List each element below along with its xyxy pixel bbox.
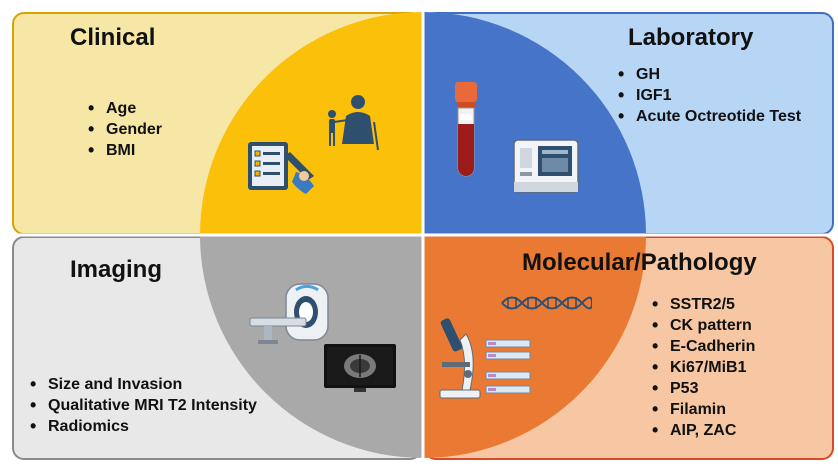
list-item: BMI (86, 140, 162, 161)
imaging-quadrant (200, 235, 423, 458)
microscope-icon (439, 318, 481, 399)
list-item: P53 (650, 378, 755, 399)
list-item: Radiomics (28, 416, 257, 437)
list-item: Ki67/MiB1 (650, 357, 755, 378)
molecular-quadrant (423, 235, 646, 458)
laboratory-title: Laboratory (628, 24, 754, 51)
list-item: Age (86, 98, 162, 119)
lab-analyzer-icon (513, 139, 579, 193)
list-item: SSTR2/5 (650, 294, 755, 315)
checklist-clipboard-icon (248, 142, 314, 194)
clinical-title: Clinical (70, 24, 156, 51)
mri-scanner-icon (249, 283, 329, 344)
imaging-list: Size and Invasion Qualitative MRI T2 Int… (28, 374, 257, 437)
list-item: E-Cadherin (650, 336, 755, 357)
imaging-title: Imaging (70, 256, 163, 283)
list-item: CK pattern (650, 315, 755, 336)
list-item: IGF1 (616, 85, 801, 106)
list-item: Size and Invasion (28, 374, 257, 395)
blood-tube-icon (455, 82, 477, 177)
list-item: Gender (86, 119, 162, 140)
list-item: Qualitative MRI T2 Intensity (28, 395, 257, 416)
clinical-list: Age Gender BMI (86, 98, 162, 161)
laboratory-quadrant (423, 12, 646, 235)
brain-scan-monitor-icon (324, 344, 396, 392)
list-item: Acute Octreotide Test (616, 106, 801, 127)
elderly-person-with-child-icon (328, 95, 379, 151)
laboratory-list: GH IGF1 Acute Octreotide Test (616, 64, 801, 127)
molecular-list: SSTR2/5 CK pattern E-Cadherin Ki67/MiB1 … (650, 294, 755, 441)
slides-icon (485, 339, 531, 394)
list-item: AIP, ZAC (650, 420, 755, 441)
dna-helix-icon (501, 296, 592, 310)
list-item: Filamin (650, 399, 755, 420)
clinical-quadrant (200, 12, 423, 235)
molecular-title: Molecular/Pathology (522, 249, 757, 276)
list-item: GH (616, 64, 801, 85)
